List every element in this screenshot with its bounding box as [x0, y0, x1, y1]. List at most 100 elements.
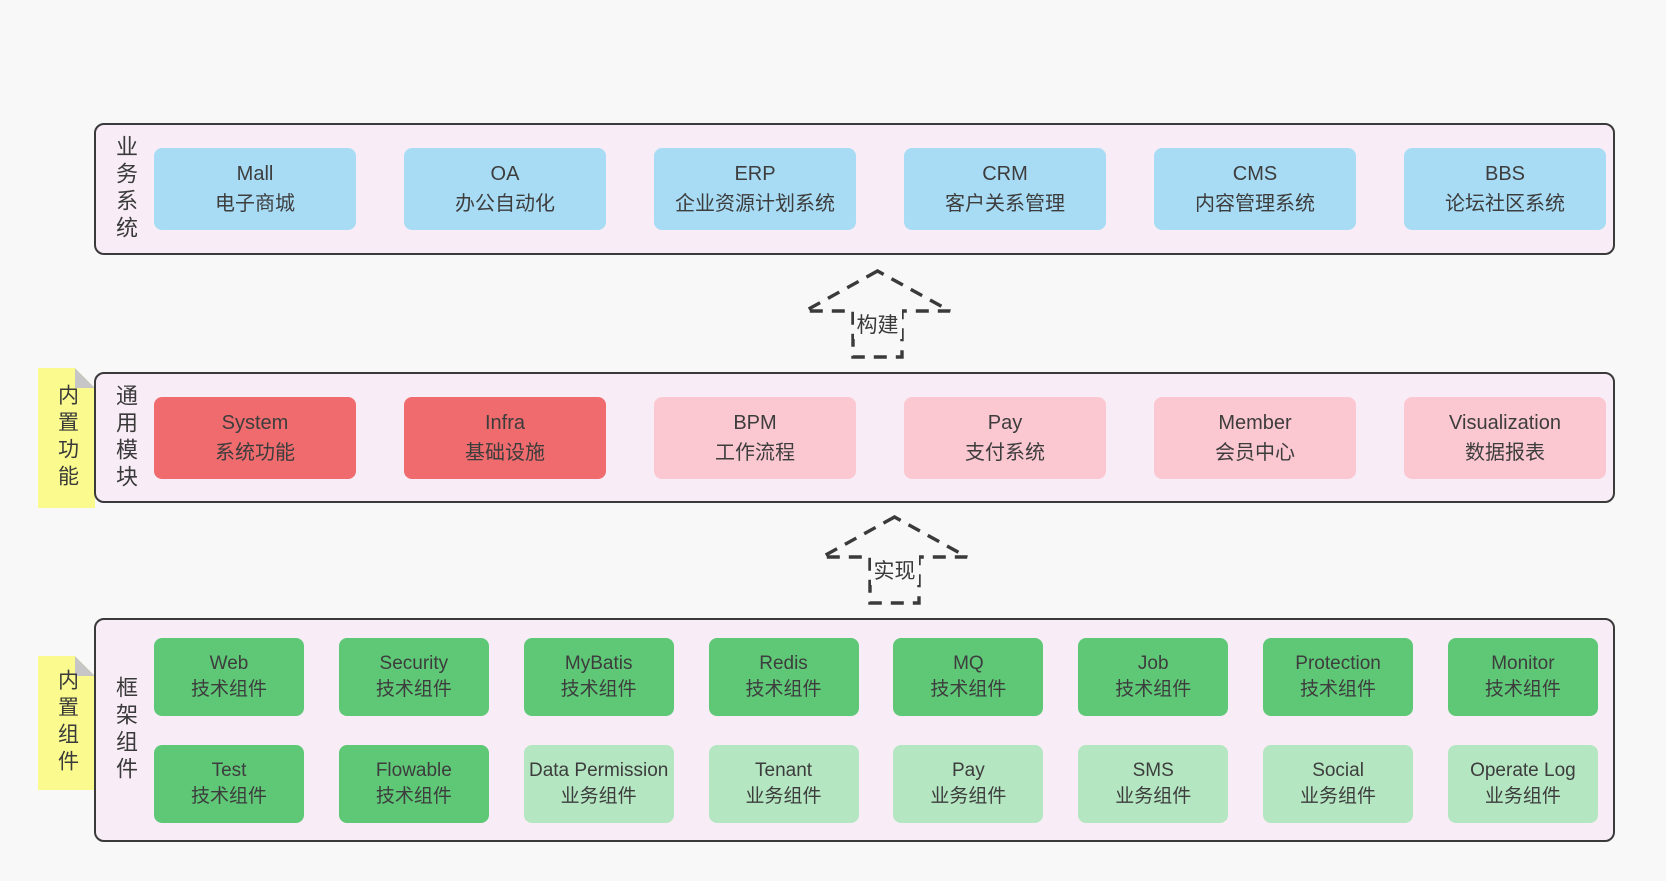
box-subtitle: 内容管理系统 [1195, 193, 1315, 215]
box-subtitle: 会员中心 [1215, 441, 1295, 464]
box-subtitle: 业务组件 [1115, 785, 1192, 807]
box-title: Data Permission [528, 759, 669, 781]
box-subtitle: 业务组件 [1484, 785, 1561, 807]
box-title: Web [209, 652, 249, 674]
sticky-note-builtin-components: 内置组件 [38, 656, 95, 790]
box-title: OA [490, 163, 520, 185]
box-title: CMS [1232, 163, 1278, 185]
box-row: System 系统功能 Infra 基础设施 BPM 工作流程 Pay 支付系统 Member 会… [154, 396, 1606, 479]
box-title: Mall [236, 163, 274, 185]
box-pay: Pay 业务组件 [893, 744, 1044, 823]
arrow-build: 构建 [802, 265, 953, 360]
box-social: Social 业务组件 [1263, 744, 1414, 823]
box-title: BPM [733, 411, 777, 434]
box-monitor: Monitor 技术组件 [1447, 637, 1598, 716]
box-subtitle: 业务组件 [1300, 785, 1377, 807]
panel-common-modules: 通用模块 System 系统功能 Infra 基础设施 BPM 工作流程 Pay 支付系统 Me… [94, 372, 1615, 503]
box-subtitle: 技术组件 [1115, 678, 1192, 700]
box-title: Test [211, 759, 247, 781]
box-subtitle: 系统功能 [215, 441, 295, 464]
box-subtitle: 办公自动化 [455, 193, 555, 215]
box-title: Job [1137, 652, 1169, 674]
box-subtitle: 业务组件 [930, 785, 1007, 807]
box-subtitle: 论坛社区系统 [1445, 193, 1565, 215]
box-bbs: BBS 论坛社区系统 [1404, 148, 1606, 230]
box-subtitle: 技术组件 [745, 678, 822, 700]
box-title: System [221, 411, 289, 434]
box-protection: Protection 技术组件 [1263, 637, 1414, 716]
box-subtitle: 工作流程 [715, 441, 795, 464]
box-subtitle: 基础设施 [465, 441, 545, 464]
box-subtitle: 技术组件 [930, 678, 1007, 700]
box-mq: MQ 技术组件 [893, 637, 1044, 716]
panel-label: 通用模块 [113, 383, 138, 492]
box-job: Job 技术组件 [1078, 637, 1229, 716]
box-title: Flowable [375, 759, 452, 781]
box-title: Operate Log [1470, 759, 1576, 781]
box-title: Infra [484, 411, 526, 434]
box-sms: SMS 业务组件 [1078, 744, 1229, 823]
box-title: Protection [1295, 652, 1381, 674]
box-row: Mall 电子商城 OA 办公自动化 ERP 企业资源计划系统 CRM 客户关系管理 CMS 内容… [154, 148, 1606, 230]
box-subtitle: 电子商城 [215, 193, 295, 215]
box-subtitle: 技术组件 [560, 678, 637, 700]
box-title: Tenant [755, 759, 813, 781]
panel-label: 框架组件 [113, 676, 138, 784]
box-title: MQ [953, 652, 984, 674]
box-system: System 系统功能 [154, 396, 356, 479]
arrow-implement-label: 实现 [870, 555, 919, 585]
box-subtitle: 企业资源计划系统 [675, 193, 835, 215]
box-subtitle: 客户关系管理 [945, 193, 1065, 215]
block-arrow-up-icon [804, 269, 951, 359]
sticky-note-builtin-features: 内置功能 [38, 368, 95, 508]
box-operate-log: Operate Log 业务组件 [1447, 744, 1598, 823]
box-title: Member [1218, 411, 1292, 434]
box-subtitle: 业务组件 [745, 785, 822, 807]
panel-label: 业务系统 [113, 135, 138, 243]
box-title: Social [1312, 759, 1364, 781]
sticky-note-label: 内置功能 [55, 384, 79, 492]
box-cms: CMS 内容管理系统 [1154, 148, 1356, 230]
box-oa: OA 办公自动化 [404, 148, 606, 230]
box-member: Member 会员中心 [1154, 396, 1356, 479]
box-subtitle: 业务组件 [560, 785, 637, 807]
panel-rows: System 系统功能 Infra 基础设施 BPM 工作流程 Pay 支付系统 Member 会… [154, 374, 1606, 501]
box-visualization: Visualization 数据报表 [1404, 396, 1606, 479]
box-title: Pay [952, 759, 985, 781]
box-data-permission: Data Permission 业务组件 [523, 744, 674, 823]
box-subtitle: 技术组件 [1300, 678, 1377, 700]
box-subtitle: 数据报表 [1465, 441, 1545, 464]
box-infra: Infra 基础设施 [404, 396, 606, 479]
box-bpm: BPM 工作流程 [654, 396, 856, 479]
box-title: Visualization [1449, 411, 1561, 434]
box-title: ERP [734, 163, 776, 185]
box-title: Monitor [1491, 652, 1555, 674]
box-title: CRM [982, 163, 1028, 185]
box-subtitle: 技术组件 [375, 678, 452, 700]
box-pay: Pay 支付系统 [904, 396, 1106, 479]
panel-business-systems: 业务系统 Mall 电子商城 OA 办公自动化 ERP 企业资源计划系统 CRM 客户关系管理… [94, 123, 1615, 255]
panel-rows: Mall 电子商城 OA 办公自动化 ERP 企业资源计划系统 CRM 客户关系管理 CMS 内容… [154, 125, 1606, 253]
box-subtitle: 技术组件 [190, 785, 267, 807]
box-mybatis: MyBatis 技术组件 [523, 637, 674, 716]
box-title: Pay [987, 411, 1023, 434]
box-tenant: Tenant 业务组件 [708, 744, 859, 823]
box-subtitle: 支付系统 [965, 441, 1045, 464]
box-crm: CRM 客户关系管理 [904, 148, 1106, 230]
block-arrow-up-icon [821, 515, 968, 605]
arrow-implement: 实现 [819, 511, 970, 606]
box-title: BBS [1484, 163, 1526, 185]
box-title: MyBatis [564, 652, 633, 674]
box-mall: Mall 电子商城 [154, 148, 356, 230]
box-title: SMS [1132, 759, 1174, 781]
box-subtitle: 技术组件 [1484, 678, 1561, 700]
